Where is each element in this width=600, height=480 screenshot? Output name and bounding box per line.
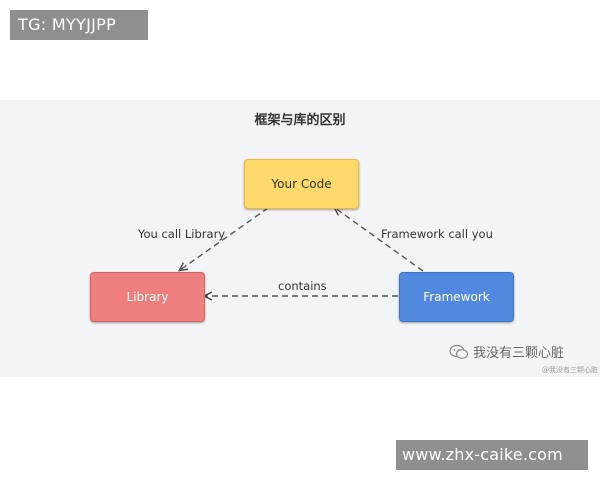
watermark: 我没有三颗心脏 [449,342,564,361]
watermark-subtext: @我没有三颗心脏 [542,366,598,374]
edge-you-call-library [180,207,269,270]
wechat-icon [449,344,469,359]
edge-label-you-call-library: You call Library [138,227,226,241]
watermark-text: 我没有三颗心脏 [473,346,565,361]
overlay-tag: TG: MYYJJPP [10,10,148,40]
edge-label-framework-call-you: Framework call you [381,227,493,241]
edge-framework-call-you [335,208,424,272]
diagram-panel [0,100,600,377]
site-tag: www.zhx-caike.com [396,440,588,470]
node-library: Library [90,272,205,322]
diagram-title: 框架与库的区别 [254,113,346,128]
edge-label-contains: contains [278,279,327,293]
node-framework: Framework [399,272,514,322]
node-your-code: Your Code [244,159,359,209]
